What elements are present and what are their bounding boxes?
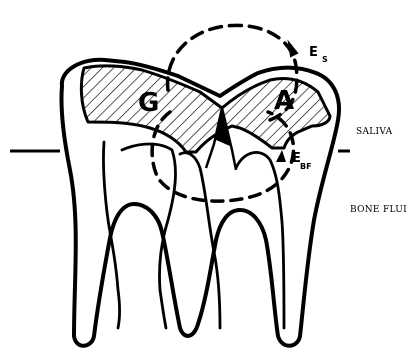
region-label-g: G	[138, 88, 159, 118]
saliva-label: SALIVA	[356, 127, 393, 137]
bone-fluid-label: BONE FLUI	[350, 205, 407, 215]
flux-label-ebf-subscript: BF	[300, 162, 312, 171]
bone-fluid-flux-arrow-icon	[276, 150, 286, 162]
region-label-a: A	[274, 86, 294, 116]
flux-label-es-subscript: S	[322, 55, 328, 64]
pulp-chamber	[103, 142, 284, 328]
flux-label-es: E	[309, 45, 318, 60]
enamel-flux-arrow-icon	[289, 43, 297, 56]
